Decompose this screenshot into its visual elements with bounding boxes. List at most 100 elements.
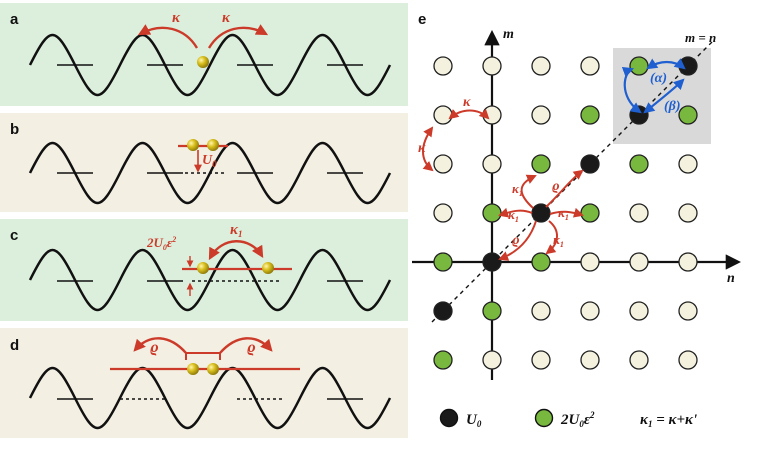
lattice-node <box>629 252 649 272</box>
panel-d-label: d <box>10 337 19 354</box>
lattice-node <box>531 252 551 272</box>
panel-e: e m n m = n κ κ κ1 κ1 κ1 κ1 ϱ ϱ (α) (β) <box>412 11 742 429</box>
lattice-node <box>580 154 600 174</box>
legend-k1: κ1 = κ+κ' <box>640 412 697 429</box>
rho-arrow-upright <box>545 169 584 208</box>
lattice-node <box>482 350 502 370</box>
lattice-node <box>629 154 649 174</box>
lattice-node <box>580 252 600 272</box>
k1-arrow-right <box>549 207 584 218</box>
lattice-node <box>531 301 551 321</box>
atom <box>187 139 199 151</box>
lattice-node <box>433 350 453 370</box>
panel-c-label: c <box>10 227 18 244</box>
lattice-node <box>580 56 600 76</box>
lattice-node <box>629 56 649 76</box>
legend-black-node <box>439 408 459 428</box>
rho-label-a: ϱ <box>552 179 560 194</box>
n-axis-label: n <box>727 271 735 286</box>
lattice-node <box>580 105 600 125</box>
lattice-node <box>678 154 698 174</box>
rho-arrow-left <box>133 337 187 354</box>
lattice-node <box>629 203 649 223</box>
beta-label: (β) <box>664 99 681 114</box>
atom <box>197 56 209 68</box>
lattice-node <box>629 301 649 321</box>
diagonal-label: m = n <box>685 30 716 45</box>
kappa1-arrow <box>208 240 264 261</box>
kappa-arrow-horizontal <box>448 108 490 120</box>
rho-arrow-downleft <box>498 220 537 261</box>
lattice-node <box>433 154 453 174</box>
lattice-node <box>531 154 551 174</box>
k1-arrow-down <box>545 220 558 255</box>
lattice-node <box>678 105 698 125</box>
hop-arrow-right <box>207 24 269 49</box>
panel-b: b U0 <box>10 121 392 205</box>
lattice-node <box>678 252 698 272</box>
kappa-right: κ <box>222 10 231 26</box>
lattice-node <box>531 105 551 125</box>
lattice-node <box>580 301 600 321</box>
atom <box>207 363 219 375</box>
rho-left: ϱ <box>150 339 159 356</box>
lattice-node <box>433 105 453 125</box>
atom <box>187 363 199 375</box>
rho-label-b: ϱ <box>512 233 520 248</box>
panel-b-label: b <box>10 121 19 138</box>
lattice-node <box>482 56 502 76</box>
lattice-node <box>678 203 698 223</box>
panel-a-bg <box>0 3 408 106</box>
lattice-node <box>629 105 649 125</box>
k1-arrow-up <box>520 174 537 209</box>
k1-label-b: κ1 <box>508 207 519 224</box>
atom <box>197 262 209 274</box>
diagonal-line <box>431 41 713 323</box>
lattice-node <box>482 203 502 223</box>
lattice-node <box>531 350 551 370</box>
legend-green-node <box>534 408 554 428</box>
panel-d: d ϱ ϱ <box>10 337 392 430</box>
beta-arrow <box>643 78 685 114</box>
lattice-node <box>580 350 600 370</box>
legend-u0: U0 <box>466 412 482 429</box>
rho-right: ϱ <box>247 339 256 356</box>
atom <box>207 139 219 151</box>
energy-label: 2U0ε2 <box>146 235 176 252</box>
k1-arrow-left <box>498 207 533 218</box>
alpha-arrow-outer <box>621 66 642 114</box>
lattice-node <box>482 301 502 321</box>
k1-label-a: κ1 <box>512 181 523 198</box>
kappa-arrow-vertical <box>422 126 434 172</box>
legend-green: 2U0ε2 <box>560 410 595 429</box>
rho-arrow-right <box>219 337 273 354</box>
kappa-left: κ <box>172 10 181 26</box>
m-axis-label: m <box>503 27 514 42</box>
lattice-node <box>433 301 453 321</box>
panel-a: a κ κ <box>10 10 392 97</box>
alpha-label: (α) <box>650 71 667 86</box>
lattice-node <box>580 203 600 223</box>
hop-arrow-left <box>137 24 199 49</box>
lattice-node <box>482 154 502 174</box>
lattice-node <box>531 56 551 76</box>
panel-d-bg <box>0 328 408 438</box>
panel-e-label: e <box>418 11 426 28</box>
alpha-arrow-top <box>646 58 686 70</box>
kappa1-label: κ1 <box>230 222 242 239</box>
panel-c: c 2U0ε2 κ1 <box>10 222 392 312</box>
lattice-node <box>482 252 502 272</box>
lattice-node <box>629 350 649 370</box>
u0-label: U0 <box>202 153 217 169</box>
atom <box>262 262 274 274</box>
lattice-node <box>678 350 698 370</box>
lattice-node <box>433 252 453 272</box>
kappa-label-a: κ <box>463 95 471 110</box>
lattice-node <box>433 56 453 76</box>
kappa-label-b: κ <box>418 141 426 156</box>
legend: U0 2U0ε2 κ1 = κ+κ' <box>439 408 697 429</box>
pair-bracket <box>185 352 221 360</box>
k1-label-c: κ1 <box>558 205 569 222</box>
lattice-node <box>433 203 453 223</box>
